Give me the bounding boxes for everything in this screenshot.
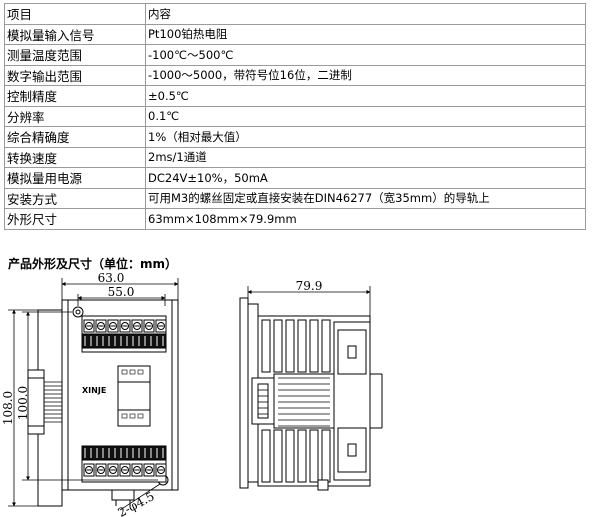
- table-row: 安装方式可用M3的螺丝固定或直接安装在DIN46277（宽35mm）的导轨上: [4, 187, 586, 209]
- spec-label: 综合精确度: [4, 126, 146, 148]
- front-dimensions: [8, 278, 179, 511]
- spec-value: -1000～5000，带符号位16位，二进制: [145, 64, 586, 86]
- front-view: [27, 299, 179, 507]
- brand-label: XINJE: [82, 386, 106, 395]
- spec-value: 可用M3的螺丝固定或直接安装在DIN46277（宽35mm）的导轨上: [145, 187, 586, 209]
- spec-label: 数字输出范围: [4, 64, 146, 86]
- spec-label: 安装方式: [4, 187, 146, 209]
- spec-label: 转换速度: [4, 146, 146, 168]
- dim-depth: 79.9: [296, 279, 323, 293]
- spec-value: ±0.5℃: [145, 85, 586, 107]
- spec-label: 分辨率: [4, 105, 146, 127]
- dim-width-outer: 63.0: [98, 271, 125, 285]
- spec-value: DC24V±10%，50mA: [145, 167, 586, 189]
- dim-height-inner: 100.0: [16, 386, 30, 420]
- spec-value: 内容: [145, 3, 586, 25]
- spec-value: 1%（相对最大值）: [145, 126, 586, 148]
- dim-height-outer: 108.0: [1, 391, 15, 425]
- spec-value: 63mm×108mm×79.9mm: [145, 208, 586, 230]
- side-dimensions: [247, 286, 371, 322]
- spec-value: 0.1℃: [145, 105, 586, 127]
- side-view: [239, 297, 383, 491]
- section-title: 产品外形及尺寸（单位：mm）: [8, 257, 178, 271]
- table-row: 测量温度范围-100℃～500℃: [4, 44, 586, 66]
- spec-label: 控制精度: [4, 85, 146, 107]
- spec-value: Pt100铂热电阻: [145, 23, 586, 45]
- spec-label: 模拟量用电源: [4, 167, 146, 189]
- dimension-drawing: XINJE 63.0 55.0 108.0 100.0 2-φ4.5: [1, 271, 383, 517]
- spec-label: 项目: [4, 3, 146, 25]
- spec-label: 模拟量输入信号: [4, 23, 146, 45]
- spec-label: 测量温度范围: [4, 44, 146, 66]
- table-row: 数字输出范围-1000～5000，带符号位16位，二进制: [4, 64, 586, 86]
- spec-value: -100℃～500℃: [145, 44, 586, 66]
- spec-label: 外形尺寸: [4, 208, 146, 230]
- table-row: 项目内容: [4, 3, 586, 25]
- dim-width-inner: 55.0: [108, 285, 135, 299]
- spec-value: 2ms/1通道: [145, 146, 586, 168]
- table-row: 控制精度±0.5℃: [4, 85, 586, 107]
